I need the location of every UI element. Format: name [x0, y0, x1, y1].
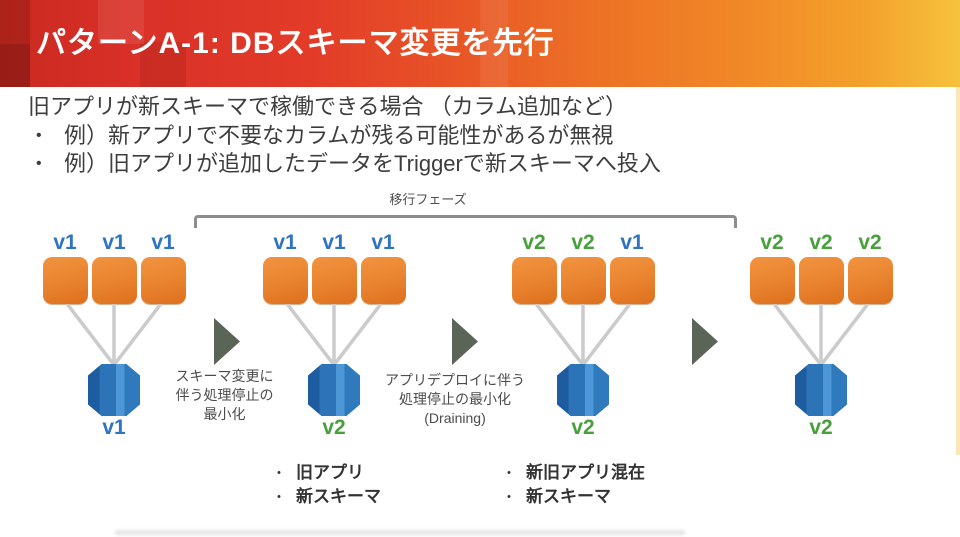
- transition-arrow-icon: [452, 318, 478, 365]
- db-version-label: v2: [571, 416, 595, 439]
- cluster-state-1: v1 v1 v1 v1: [39, 230, 189, 455]
- app-version-label: v1: [53, 231, 77, 254]
- database-icon: [795, 364, 847, 416]
- note-item: 旧アプリ: [272, 461, 381, 485]
- app-server-row: [259, 257, 409, 304]
- intro-bullet: 例）新アプリで不要なカラムが残る可能性があるが無視: [28, 122, 661, 150]
- intro-bullet-list: 例）新アプリで不要なカラムが残る可能性があるが無視 例）旧アプリが追加したデータ…: [28, 122, 661, 178]
- app-server-icon: [609, 257, 655, 304]
- app-version-label: v2: [760, 231, 784, 254]
- header-texture: [0, 44, 30, 87]
- connection-lines: [773, 304, 869, 366]
- app-server-icon: [140, 257, 186, 304]
- db-version-label: v2: [809, 416, 833, 439]
- migration-phase-bracket: [194, 215, 737, 228]
- app-version-label: v2: [522, 231, 546, 254]
- intro-block: 旧アプリが新スキーマで稼働できる場合 （カラム追加など） 例）新アプリで不要なカ…: [28, 93, 661, 178]
- app-server-icon: [749, 257, 795, 304]
- connection-lines: [286, 304, 382, 366]
- header-texture: [0, 0, 30, 87]
- cluster-state-3: v2 v2 v1 v2: [508, 230, 658, 455]
- app-version-label: v1: [322, 231, 346, 254]
- app-version-label: v1: [273, 231, 297, 254]
- caption-line: 最小化: [203, 406, 246, 422]
- slide-header: パターンA-1: DBスキーマ変更を先行: [0, 0, 960, 87]
- transition-caption: スキーマ変更に 伴う処理停止の 最小化: [152, 367, 297, 424]
- migration-phase-label: 移行フェーズ: [389, 192, 467, 207]
- app-version-label: v1: [620, 231, 644, 254]
- caption-line: スキーマ変更に: [175, 368, 274, 384]
- database-icon: [557, 364, 609, 416]
- app-version-row: v1 v1 v1: [39, 230, 189, 254]
- app-version-label: v1: [371, 231, 395, 254]
- caption-line: (Draining): [424, 410, 486, 426]
- app-version-label: v2: [571, 231, 595, 254]
- intro-line: 旧アプリが新スキーマで稼働できる場合 （カラム追加など）: [28, 94, 628, 119]
- app-server-icon: [262, 257, 308, 304]
- note-item: 新スキーマ: [502, 485, 645, 509]
- app-version-row: v2 v2 v2: [746, 230, 896, 254]
- app-server-icon: [847, 257, 893, 304]
- app-version-row: v2 v2 v1: [508, 230, 658, 254]
- note-item: 新旧アプリ混在: [502, 461, 645, 485]
- connection-lines: [535, 304, 631, 366]
- app-server-row: [746, 257, 896, 304]
- app-server-row: [39, 257, 189, 304]
- app-server-icon: [42, 257, 88, 304]
- db-version-label: v1: [102, 416, 126, 439]
- connection-lines: [66, 304, 162, 366]
- cluster-note-list: 新旧アプリ混在 新スキーマ: [502, 461, 645, 509]
- transition-caption: アプリデプロイに伴う 処理停止の最小化 (Draining): [375, 371, 535, 428]
- app-version-label: v2: [809, 231, 833, 254]
- note-item: 新スキーマ: [272, 485, 381, 509]
- app-server-icon: [560, 257, 606, 304]
- app-server-row: [508, 257, 658, 304]
- transition-arrow-icon: [692, 318, 718, 365]
- database-icon: [88, 364, 140, 416]
- slide-title: パターンA-1: DBスキーマ変更を先行: [36, 27, 555, 60]
- app-version-label: v2: [858, 231, 882, 254]
- app-server-icon: [511, 257, 557, 304]
- right-edge-artifact: [956, 87, 960, 455]
- transition-arrow-icon: [214, 318, 240, 365]
- cluster-state-4: v2 v2 v2 v2: [746, 230, 896, 455]
- cluster-note-list: 旧アプリ 新スキーマ: [272, 461, 381, 509]
- intro-bullet: 例）旧アプリが追加したデータをTriggerで新スキーマへ投入: [28, 150, 661, 178]
- app-version-label: v1: [151, 231, 175, 254]
- caption-line: 伴う処理停止の: [175, 387, 274, 403]
- caption-line: 処理停止の最小化: [399, 391, 511, 407]
- bottom-edge-artifact: [115, 530, 685, 535]
- app-server-icon: [311, 257, 357, 304]
- db-version-label: v2: [322, 416, 346, 439]
- database-icon: [308, 364, 360, 416]
- app-server-icon: [360, 257, 406, 304]
- cluster-state-2: v1 v1 v1 v2: [259, 230, 409, 455]
- app-server-icon: [91, 257, 137, 304]
- caption-line: アプリデプロイに伴う: [385, 372, 525, 388]
- app-version-label: v1: [102, 231, 126, 254]
- app-version-row: v1 v1 v1: [259, 230, 409, 254]
- app-server-icon: [798, 257, 844, 304]
